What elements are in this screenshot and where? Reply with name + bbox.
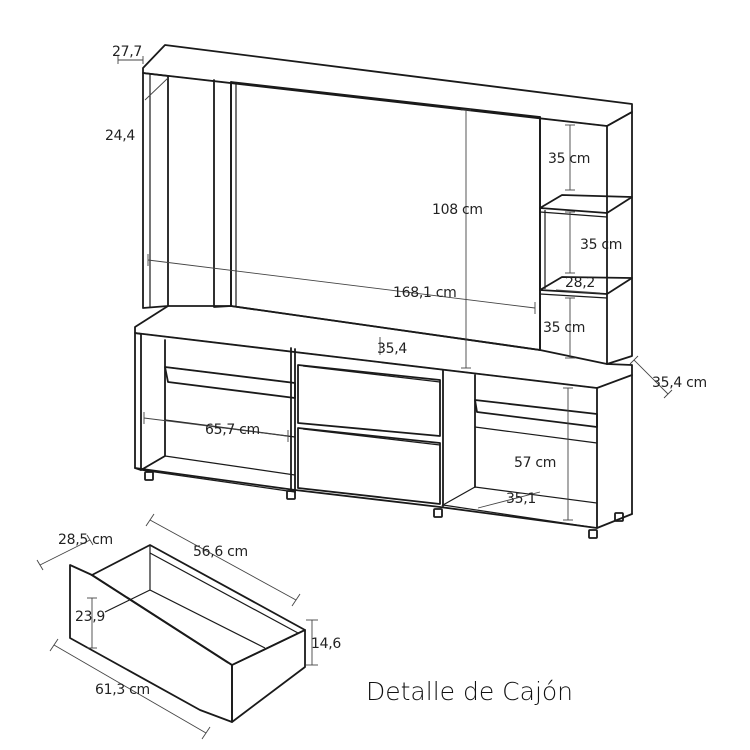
dimension-labels: 27,7 24,4 35 cm 108 cm 35 cm 28,2 168,1 … xyxy=(105,44,707,507)
foot-3 xyxy=(433,508,443,518)
left-side-panel xyxy=(142,72,169,309)
drawer-front-upper xyxy=(297,364,441,437)
label-center-depth: 35,4 xyxy=(377,341,407,357)
drawer-labels: 28,5 cm 56,6 cm 23,9 14,6 61,3 cm xyxy=(58,532,342,698)
foot-2 xyxy=(286,490,296,500)
dimension-lines xyxy=(117,56,673,521)
drawer-back xyxy=(91,544,306,666)
label-right-depth: 35,1 xyxy=(506,491,536,507)
lower-base xyxy=(134,305,633,539)
label-drawer-depth: 28,5 cm xyxy=(58,532,113,548)
label-shelf-mid: 35 cm xyxy=(580,237,622,253)
label-drawer-side-height: 14,6 xyxy=(311,636,341,652)
label-drawer-length: 56,6 cm xyxy=(193,544,248,560)
label-shelf-width: 28,2 xyxy=(565,275,595,291)
diagram-title: Detalle de Cajón xyxy=(366,677,573,706)
right-inner-shelf xyxy=(474,399,598,428)
drawer-right-side xyxy=(231,629,306,723)
left-inner-shelf xyxy=(164,366,296,399)
label-drawer-width: 61,3 cm xyxy=(95,682,150,698)
foot-4 xyxy=(588,529,598,539)
drawer-front-panel xyxy=(69,564,233,723)
label-right-height: 57 cm xyxy=(514,455,556,471)
label-left-width: 65,7 cm xyxy=(205,422,260,438)
label-drawer-front-height: 23,9 xyxy=(75,609,105,625)
drawer-front-lower xyxy=(297,427,441,505)
label-base-depth: 35,4 cm xyxy=(652,375,707,391)
label-top-depth: 27,7 xyxy=(112,44,142,60)
top-board xyxy=(142,44,633,127)
tower-shelf-top xyxy=(539,194,633,214)
label-side-height: 24,4 xyxy=(105,128,135,144)
left-column xyxy=(213,79,232,308)
drawer-detail xyxy=(69,544,306,723)
foot-5 xyxy=(614,512,624,522)
label-total-width: 168,1 cm xyxy=(393,285,456,301)
base-left-end xyxy=(134,332,142,471)
back-panel xyxy=(230,81,541,351)
drawer-dimension-lines xyxy=(36,513,318,740)
label-panel-height: 108 cm xyxy=(432,202,483,218)
label-shelf-top: 35 cm xyxy=(548,151,590,167)
label-shelf-low: 35 cm xyxy=(543,320,585,336)
upper-hutch xyxy=(142,44,633,365)
tower-shelf-mid xyxy=(539,276,633,295)
foot-1 xyxy=(144,471,154,481)
